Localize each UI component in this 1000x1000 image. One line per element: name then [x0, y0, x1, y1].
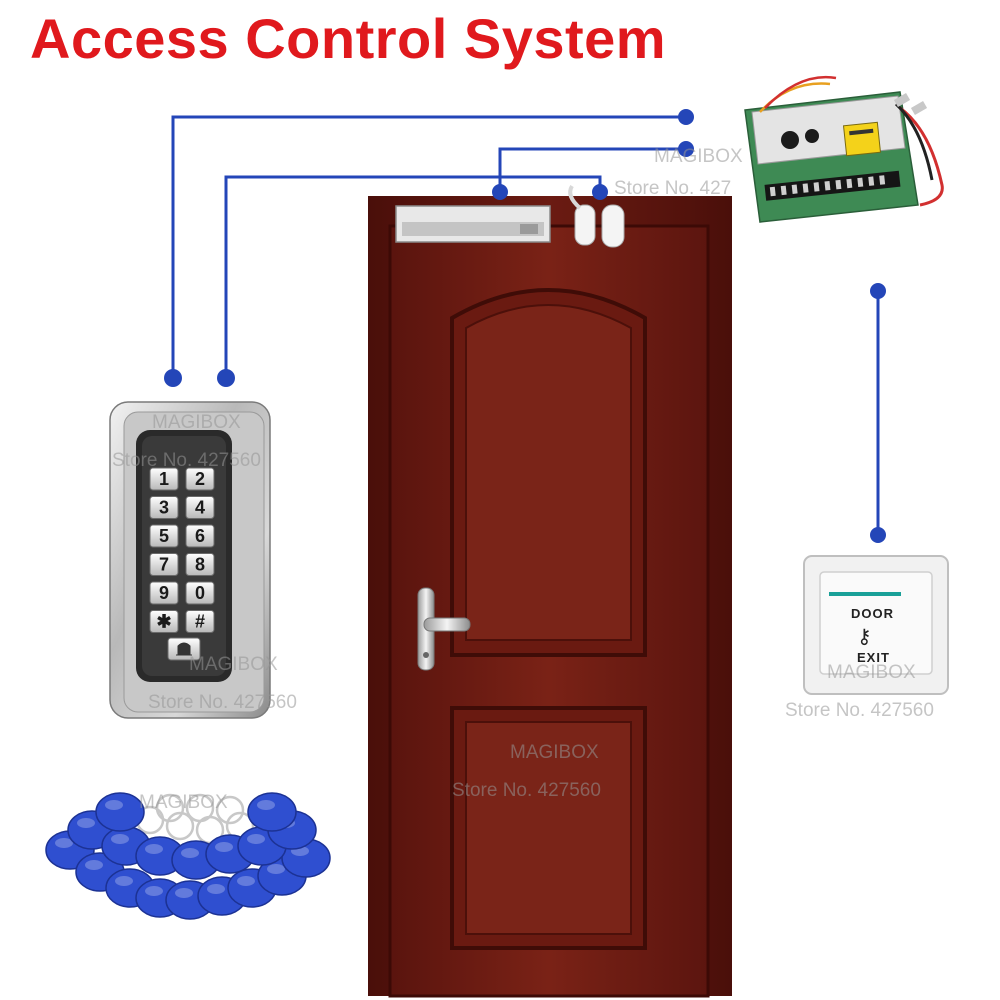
- keypad-key-label: 9: [159, 583, 169, 603]
- keypad-key-5[interactable]: 5: [149, 524, 179, 548]
- wire-lock: [498, 147, 688, 194]
- keypad-key-label: 8: [195, 555, 205, 575]
- keypad-key-label: #: [195, 612, 205, 632]
- wire-keypad-1: [171, 115, 688, 380]
- keypad-key-3[interactable]: 3: [149, 496, 179, 519]
- bell-icon: [176, 642, 192, 656]
- keypad-key-label: 4: [195, 498, 205, 518]
- keypad-key-2[interactable]: 2: [185, 467, 215, 491]
- keypad-key-0[interactable]: 0: [185, 581, 215, 605]
- magnetic-lock: [395, 205, 551, 243]
- key-fobs: [45, 792, 331, 920]
- keypad-key-label: 6: [195, 526, 205, 546]
- power-supply: [744, 75, 944, 223]
- keypad-key-label: 2: [195, 469, 205, 489]
- door-sensor: [568, 184, 625, 248]
- access-keypad: 1 2 3 4 5 6 7 8 9 0 ✱ #: [109, 401, 271, 719]
- keypad-key-9[interactable]: 9: [149, 581, 179, 605]
- key-ring: [155, 793, 185, 823]
- key-ring: [215, 795, 245, 825]
- keypad-key-4[interactable]: 4: [185, 496, 215, 519]
- keypad-key-label: ✱: [156, 612, 171, 632]
- keypad-key-8[interactable]: 8: [185, 553, 215, 576]
- exit-door-label: DOOR: [851, 606, 894, 621]
- page-title: Access Control System: [30, 7, 667, 70]
- keypad-key-6[interactable]: 6: [185, 524, 215, 548]
- keypad-key-label: 1: [159, 469, 169, 489]
- key-fob: [247, 792, 297, 832]
- exit-exit-label: EXIT: [857, 650, 890, 665]
- keypad-key-label: 7: [159, 555, 169, 575]
- keypad-key-1[interactable]: 1: [149, 467, 179, 491]
- door: [368, 196, 732, 998]
- key-ring: [165, 811, 195, 841]
- key-icon: ⚷: [857, 626, 872, 648]
- keypad-key-grid: 1 2 3 4 5 6 7 8 9 0 ✱ #: [149, 467, 215, 661]
- key-ring: [185, 793, 215, 823]
- keypad-key-star[interactable]: ✱: [149, 610, 179, 633]
- keypad-key-label: 0: [195, 583, 205, 603]
- keypad-key-label: 3: [159, 498, 169, 518]
- keypad-key-hash[interactable]: #: [185, 610, 215, 633]
- exit-button[interactable]: [803, 555, 949, 695]
- keypad-key-7[interactable]: 7: [149, 553, 179, 576]
- door-handle[interactable]: [417, 587, 471, 671]
- keypad-bell-key[interactable]: [167, 637, 201, 661]
- keypad-key-label: 5: [159, 526, 169, 546]
- key-fob: [95, 792, 145, 832]
- wire-terminals: [164, 109, 886, 543]
- exit-plate-stripe: [829, 592, 901, 596]
